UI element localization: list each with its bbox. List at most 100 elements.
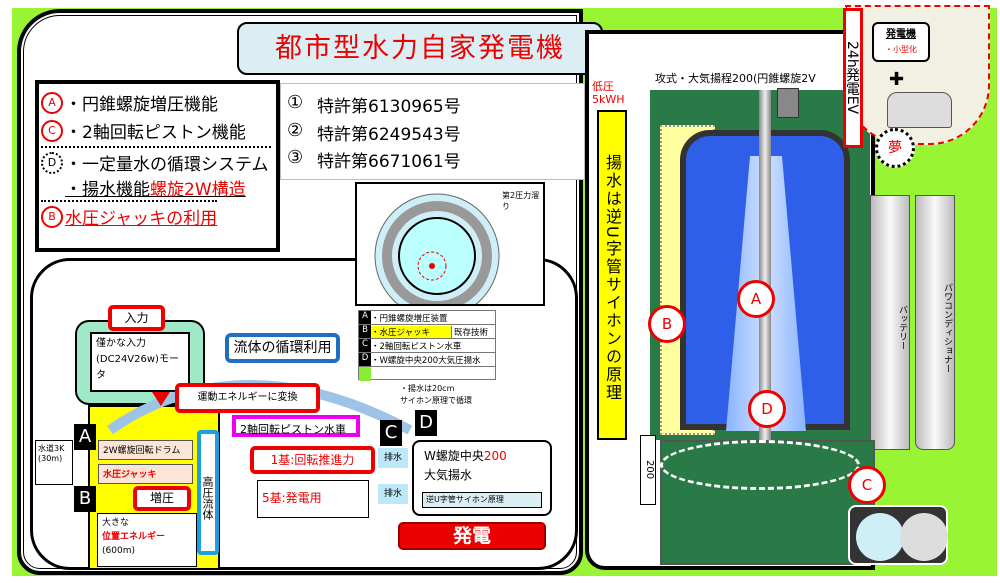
- low-pressure-line: 5kWH: [592, 93, 625, 106]
- legend-row: B・水圧ジャッキ既存技術: [359, 325, 495, 339]
- input-desc-line: (DC24V26w)モータ: [96, 354, 179, 381]
- piston-diagram-icon: [374, 193, 500, 304]
- rotor-icon: [900, 513, 948, 561]
- convert-label: 運動エネルギーに変換: [175, 383, 320, 413]
- legend-row: D・W螺旋中央200大気圧揚水: [359, 353, 495, 367]
- feature-text: ・一定量水の循環システム: [65, 155, 269, 175]
- pump-box: W螺旋中央200 大気揚水 逆U字管サイホン原理: [412, 440, 552, 516]
- jack-label: 水圧ジャッキ: [98, 464, 193, 484]
- feature-d: D・一定量水の循環システム: [41, 146, 271, 175]
- input-desc: 僅かな入力 (DC24V26w)モータ: [90, 332, 190, 392]
- energy-line: (600m): [102, 546, 135, 556]
- patent-text: 特許第6130965号: [317, 97, 461, 117]
- dream-badge: 夢: [875, 128, 915, 168]
- badge-d: D: [748, 390, 786, 428]
- water-supply-line: 水道3K: [38, 444, 65, 453]
- legend-table: A・円錐螺旋増圧装置 B・水圧ジャッキ既存技術 C・2軸回転ピストン水車 D・W…: [358, 310, 496, 381]
- patent-1: ① 特許第6130965号: [287, 92, 461, 117]
- badge-c: C: [41, 119, 63, 142]
- drain-1: 排水: [378, 448, 408, 468]
- generator-label: 発電機: [886, 29, 916, 40]
- machine-header: 攻式・大気揚程200(円錐螺旋2V: [655, 72, 816, 85]
- drain-2: 排水: [378, 484, 408, 504]
- label-a: A: [74, 424, 96, 450]
- patent-text: 特許第6671061号: [317, 152, 461, 172]
- legend-key: B: [359, 325, 371, 338]
- legend-text: ・水圧ジャッキ: [371, 325, 451, 338]
- note-line: ・揚水は20cm: [400, 384, 455, 393]
- patent-num: ②: [287, 120, 304, 141]
- ev-van-icon: [887, 92, 952, 128]
- battery: バッテリー: [870, 195, 910, 450]
- note-line: サイホン原理で循環: [400, 396, 472, 405]
- boost-label: 増圧: [133, 486, 191, 511]
- ev-inset: 発電機・小型化 ✚: [845, 5, 990, 145]
- badge-a: A: [41, 91, 63, 114]
- plus-icon: ✚: [889, 69, 905, 90]
- pump-text: W螺旋中央: [424, 449, 484, 463]
- small-label: ・小型化: [885, 45, 917, 54]
- generator-box: 発電機・小型化: [872, 22, 930, 62]
- patent-num: ③: [287, 147, 304, 168]
- low-pressure-line: 低圧: [592, 80, 614, 93]
- high-pressure-fluid: 高圧流体: [197, 430, 219, 555]
- energy-line: 大きな: [102, 518, 130, 528]
- legend-key: C: [359, 339, 371, 352]
- diagram-label: 第2圧力溜り: [502, 191, 540, 211]
- water-supply: 水道3K(30m): [35, 440, 73, 485]
- pump-title: W螺旋中央200: [424, 447, 507, 464]
- feature-a: A・円錐螺旋増圧機能: [41, 90, 218, 115]
- pump-value: 200: [483, 449, 507, 463]
- drum-label: 2W螺旋回転ドラム: [98, 440, 193, 460]
- circulation-label: 流体の循環利用: [225, 333, 340, 363]
- features-box: A・円錐螺旋増圧機能 C・2軸回転ピストン機能 D・一定量水の循環システム ・揚…: [35, 80, 280, 252]
- legend-text: ・W螺旋中央200大気圧揚水: [371, 355, 481, 366]
- height-200: 200: [640, 435, 656, 505]
- position-energy: 大きな位置エネルギー (600m): [97, 513, 197, 567]
- label-b: B: [74, 486, 96, 512]
- legend-key: A: [359, 311, 371, 324]
- badge-c: C: [848, 466, 886, 504]
- feature-pump: ・揚水機能螺旋2W構造: [41, 175, 246, 200]
- feature-c: C・2軸回転ピストン機能: [41, 118, 246, 143]
- unit5-label: 5基:発電用: [257, 480, 369, 518]
- feature-red-text: 水圧ジャッキの利用: [65, 209, 218, 229]
- badge-b: B: [648, 305, 686, 343]
- water-supply-line: (30m): [38, 454, 63, 463]
- unit1-label: 1基:回転推進力: [250, 446, 375, 474]
- input-label: 入力: [108, 305, 165, 331]
- legend-text: ・円錐螺旋増圧装置: [371, 313, 448, 324]
- shaft: [759, 90, 771, 460]
- feature-text: ・揚水機能: [65, 180, 150, 200]
- pump-text: 大気揚水: [424, 468, 473, 482]
- energy-line: 位置エネルギー: [102, 532, 166, 542]
- page-title: 都市型水力自家発電機: [237, 22, 603, 75]
- legend-key: D: [359, 353, 371, 366]
- patent-num: ①: [287, 92, 304, 113]
- piston-detail: [848, 505, 948, 565]
- siphon-note: ・揚水は20cm サイホン原理で循環: [400, 383, 472, 407]
- label-d: D: [415, 410, 437, 436]
- badge-a: A: [737, 280, 775, 318]
- feature-red-text: 螺旋2W構造: [150, 180, 246, 200]
- label-c: C: [380, 420, 402, 446]
- dashed-ellipse: [660, 440, 860, 490]
- generate-label: 発電: [398, 522, 546, 550]
- down-arrow-icon: [152, 392, 170, 406]
- legend-row: C・2軸回転ピストン水車: [359, 339, 495, 353]
- piston-label: 2軸回転ピストン水車: [232, 415, 360, 437]
- ev-vertical-label: 24h発電EV: [843, 8, 863, 148]
- feature-text: ・2軸回転ピストン機能: [65, 123, 246, 143]
- legend-row: [359, 367, 495, 381]
- power-conditioner: パワコンディショナー: [915, 195, 955, 450]
- input-desc-line: 僅かな入力: [96, 338, 146, 349]
- patent-3: ③ 特許第6671061号: [287, 147, 461, 172]
- piston-cross-section: 第2圧力溜り: [355, 182, 545, 306]
- legend-text: ・2軸回転ピストン水車: [371, 341, 462, 352]
- siphon-label: 逆U字管サイホン原理: [422, 492, 542, 508]
- legend-note: 既存技術: [451, 325, 488, 338]
